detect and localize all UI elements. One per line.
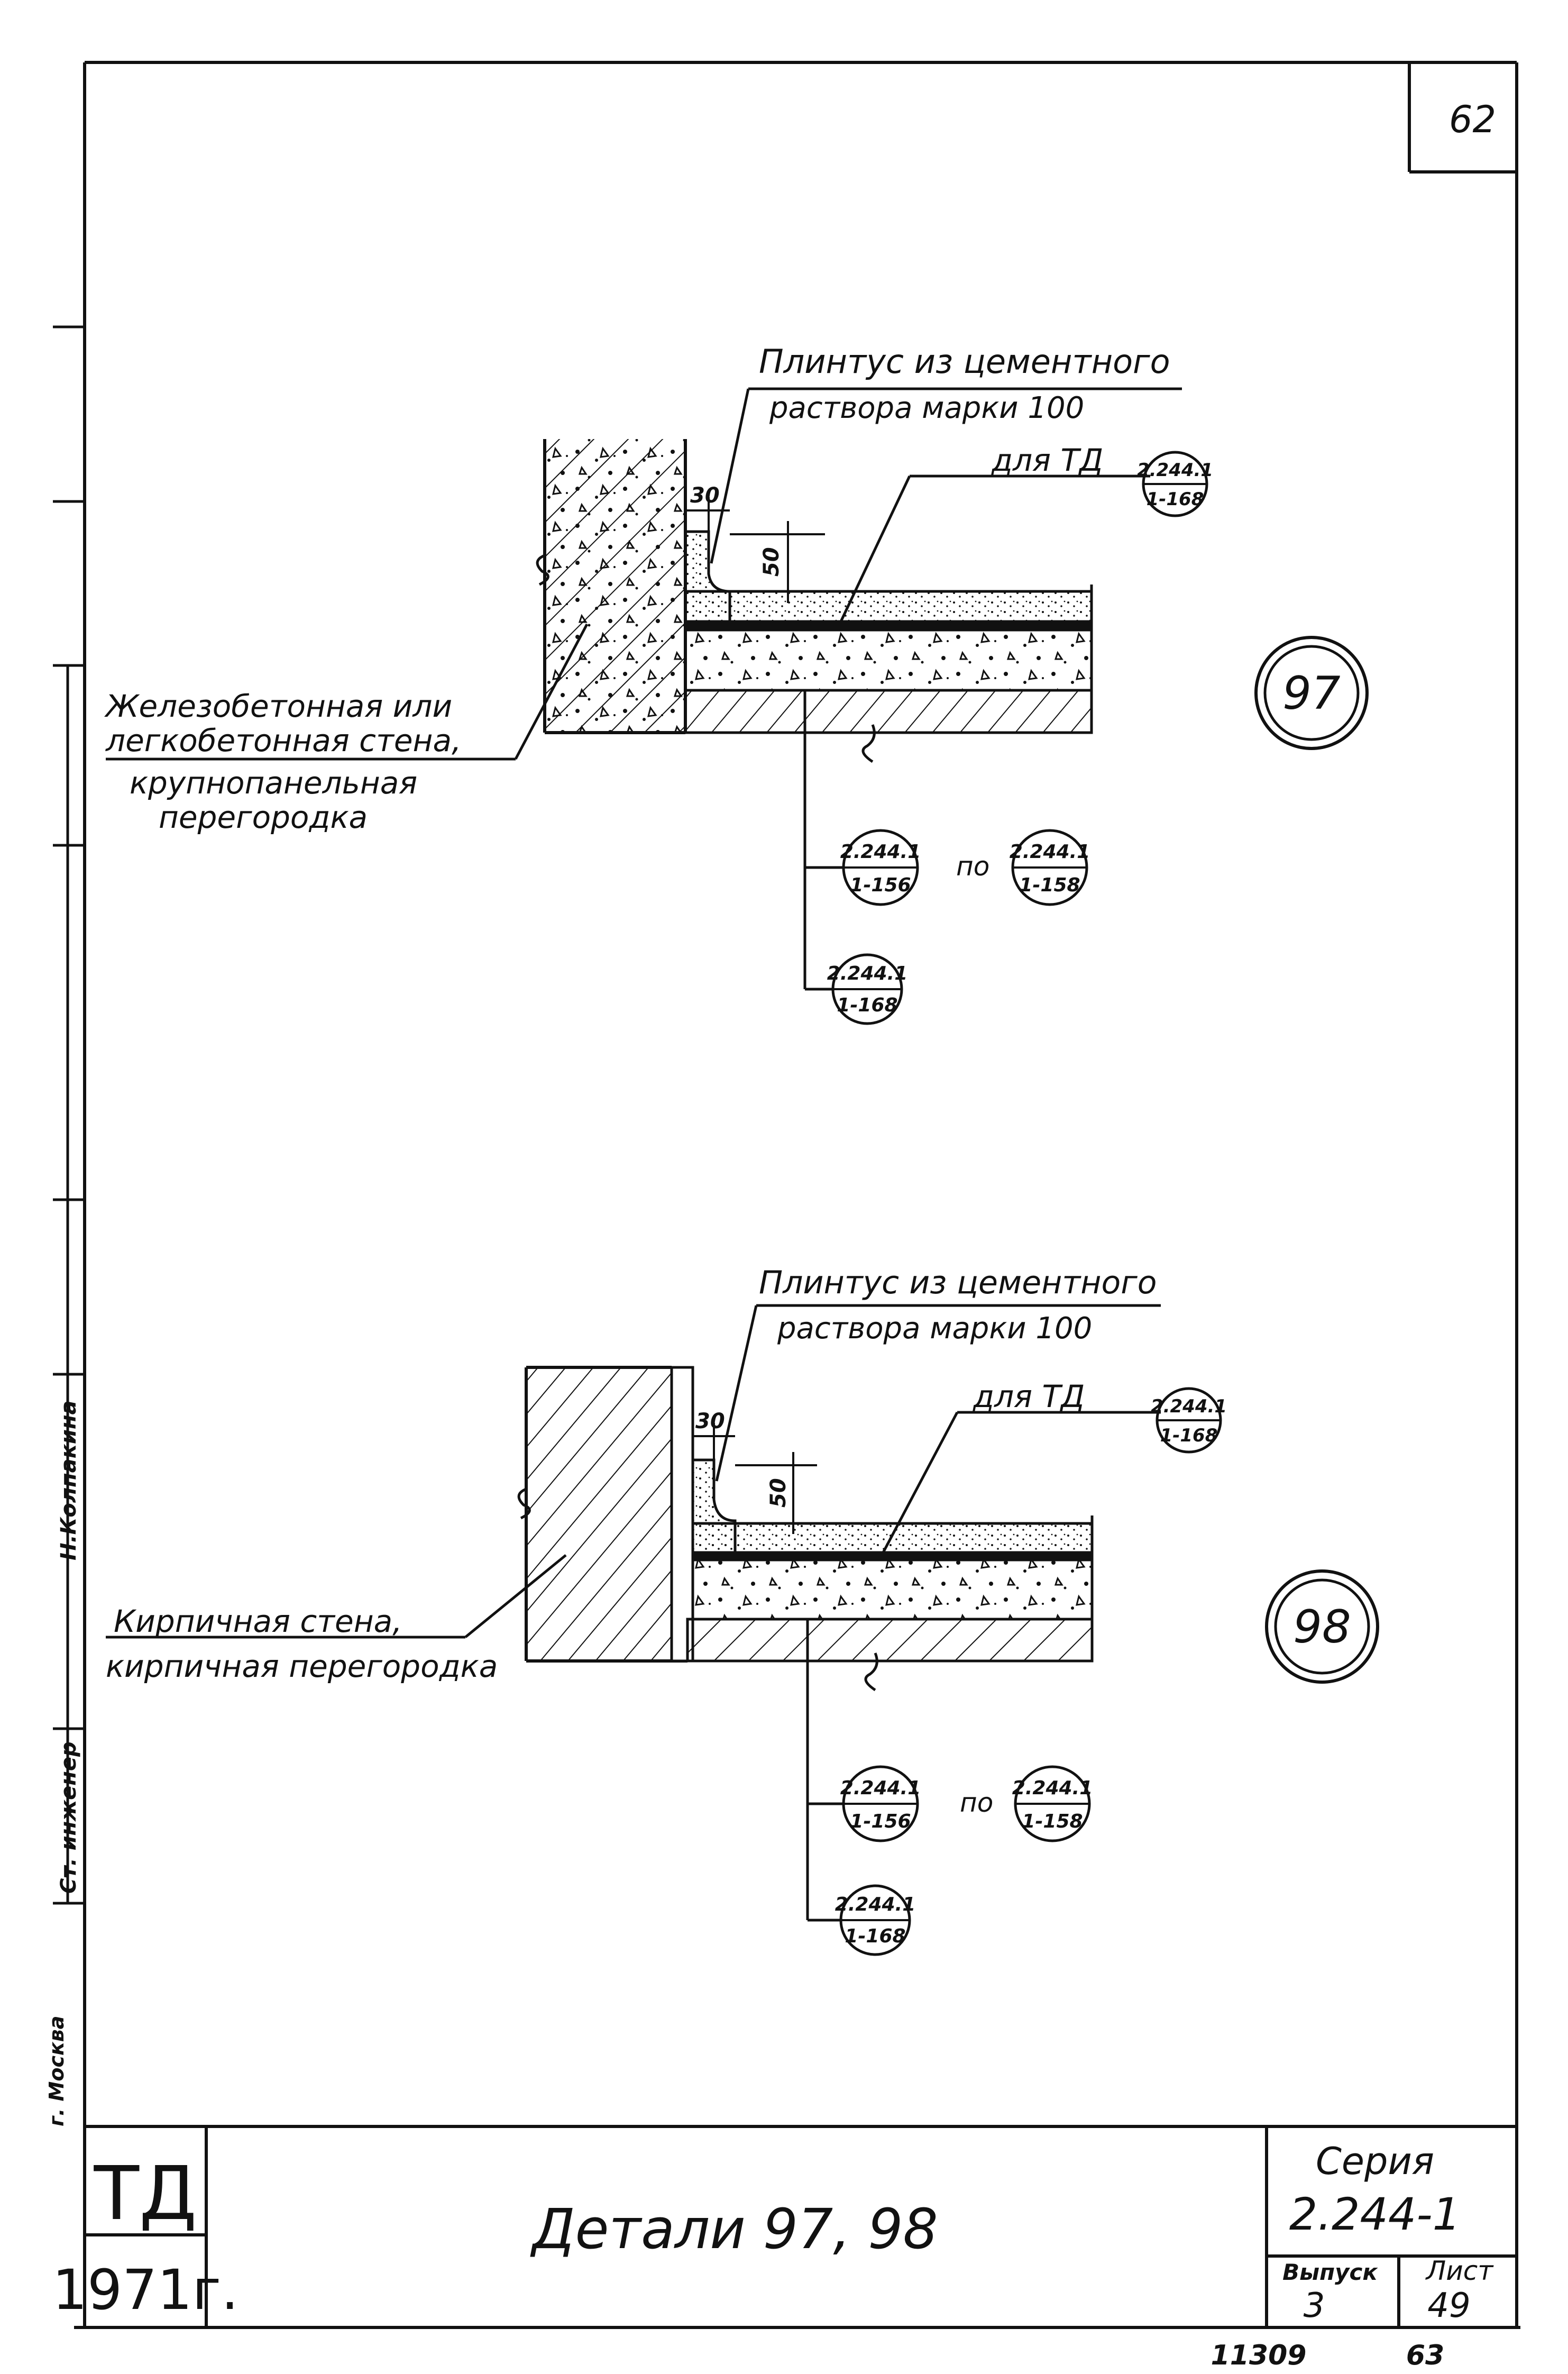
title-text: Детали 97, 98 [530, 2197, 938, 2261]
detail97-ref-b [1011, 829, 1088, 906]
detail97-ref-a [842, 829, 919, 906]
detail98-ref-c-bottom: 1-168 [845, 1925, 905, 1947]
detail97-concrete-layer [684, 628, 1093, 692]
detail97-ref-a-bottom: 1-156 [850, 874, 911, 896]
detail97-wall-label-line4: перегородка [159, 799, 368, 835]
detail97-wall-label-line1: Железобетонная или [104, 688, 452, 724]
title-series-label: Серия [1316, 2140, 1434, 2183]
margin-label-surname: Н.Колпакина [57, 1400, 81, 1560]
detail98-wall-label-line1: Кирпичная стена, [114, 1603, 402, 1639]
corner-number-box [1408, 62, 1517, 174]
detail98-ref-c [839, 1884, 911, 1956]
margin-label-position: Ст. инженер [57, 1741, 81, 1894]
title-sheet-value: 49 [1427, 2286, 1470, 2325]
detail97-ref-td-top: 2.244.1 [1137, 460, 1213, 481]
title-issue-value: 3 [1304, 2286, 1325, 2325]
detail98-ref-b-bottom: 1-158 [1022, 1811, 1083, 1832]
detail97-ref-b-top: 2.244.1 [1010, 841, 1090, 863]
detail97-wall-label-line3: крупнопанельная [130, 765, 417, 801]
detail97-dim-30: 30 [690, 483, 720, 508]
detail97-ref-b-bottom: 1-158 [1019, 874, 1080, 896]
detail97-wall-aggregate [545, 439, 685, 733]
detail98-plinth-label-line1: Плинтус из цементного [759, 1264, 1157, 1301]
detail98-ref-a-bottom: 1-156 [850, 1811, 911, 1832]
title-org: ТД [94, 2151, 197, 2237]
detail97-word-po: по [956, 851, 989, 882]
detail98-plinth-label-line2: раствора марки 100 [777, 1311, 1092, 1346]
detail98-dim-30: 30 [695, 1409, 725, 1433]
detail98-wall [526, 1367, 672, 1661]
detail98-slab [686, 1618, 1094, 1663]
detail97-ref-c-bottom: 1-168 [837, 994, 897, 1016]
detail98-ref-a [842, 1765, 919, 1842]
detail98-concrete-layer [691, 1558, 1094, 1621]
detail98-ref-a-top: 2.244.1 [840, 1777, 921, 1799]
detail-97 [106, 387, 1182, 991]
detail98-membrane [693, 1553, 1092, 1560]
detail-98 [106, 1304, 1161, 1922]
detail98-ref-b-top: 2.244.1 [1012, 1777, 1093, 1799]
footer-left-number: 11309 [1211, 2340, 1307, 2371]
detail97-dim-50: 50 [759, 547, 784, 577]
title-block [85, 2125, 1517, 2327]
footer-right-number: 63 [1406, 2340, 1444, 2371]
detail97-plinth-label-line2: раствора марки 100 [769, 391, 1084, 425]
detail98-wall-label-line2: кирпичная перегородка [106, 1648, 498, 1684]
detail97-ref-td-bottom: 1-168 [1147, 489, 1204, 510]
detail97-ref-c-top: 2.244.1 [827, 963, 908, 984]
title-sheet-label: Лист [1425, 2256, 1494, 2286]
detail98-number: 98 [1293, 1601, 1351, 1654]
detail98-word-po: по [960, 1787, 993, 1818]
detail98-ref-td [1156, 1387, 1222, 1454]
sheet-frame [53, 61, 1520, 2329]
detail97-finish-layer [684, 590, 1093, 623]
title-year: 1971г. [52, 2258, 239, 2322]
detail98-for-td-label: для ТД [973, 1378, 1085, 1414]
detail98-ref-c-top: 2.244.1 [835, 1894, 916, 1915]
detail98-dim-50: 50 [766, 1478, 791, 1508]
detail98-plaster [670, 1366, 694, 1663]
detail97-ref-td [1142, 451, 1208, 517]
detail97-slab [684, 689, 1093, 734]
detail98-ref-b [1014, 1765, 1091, 1842]
title-issue-label: Выпуск [1282, 2259, 1378, 2285]
detail98-ref-td-top: 2.244.1 [1151, 1396, 1227, 1417]
detail98-finish-layer [691, 1522, 1094, 1554]
detail97-ref-a-top: 2.244.1 [840, 841, 921, 863]
title-series-value: 2.244-1 [1289, 2188, 1461, 2240]
detail98-ref-td-bottom: 1-168 [1160, 1425, 1218, 1446]
margin-label-city: г. Москва [45, 2016, 68, 2126]
corner-number: 62 [1449, 98, 1496, 141]
detail97-ref-c [831, 953, 903, 1025]
detail97-plinth-label-line1: Плинтус из цементного [759, 342, 1170, 381]
detail97-membrane [685, 622, 1092, 630]
detail97-for-td-label: для ТД [991, 442, 1103, 478]
detail97-wall-label-line2: легкобетонная стена, [105, 723, 461, 759]
detail98-number-bubble [1265, 1569, 1379, 1684]
detail97-number-bubble [1254, 636, 1369, 750]
detail97-number: 97 [1282, 667, 1340, 720]
